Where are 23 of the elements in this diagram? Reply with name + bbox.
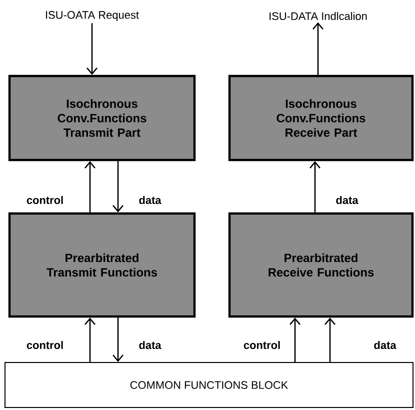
arrow [112,318,124,362]
function-block: Isochronous Conv.Functions Transmit Part [8,74,196,162]
function-block: Isochronous Conv.Functions Receive Part [228,74,414,162]
function-block: Prearbitrated Transmit Functions [8,212,196,318]
function-block: COMMON FUNCTIONS BLOCK [4,362,414,408]
edge-label: data [139,196,162,204]
edge-label: data [336,196,358,204]
edge-label: data [139,340,162,350]
arrow [112,161,124,212]
edge-label: control [244,340,280,350]
arrow [290,318,300,362]
heading-text: ISU-DATA Indlcalion [270,12,367,20]
arrow [84,318,96,362]
arrow [310,161,320,212]
function-block: Prearbitrated Receive Functions [228,212,414,318]
arrow [312,22,324,75]
edge-label: control [26,196,63,204]
arrow [84,161,96,212]
edge-label: control [26,340,63,350]
heading-text: ISU-OATA Request [46,11,139,21]
arrow [324,318,336,362]
arrow [86,23,98,75]
edge-label: data [374,340,396,350]
